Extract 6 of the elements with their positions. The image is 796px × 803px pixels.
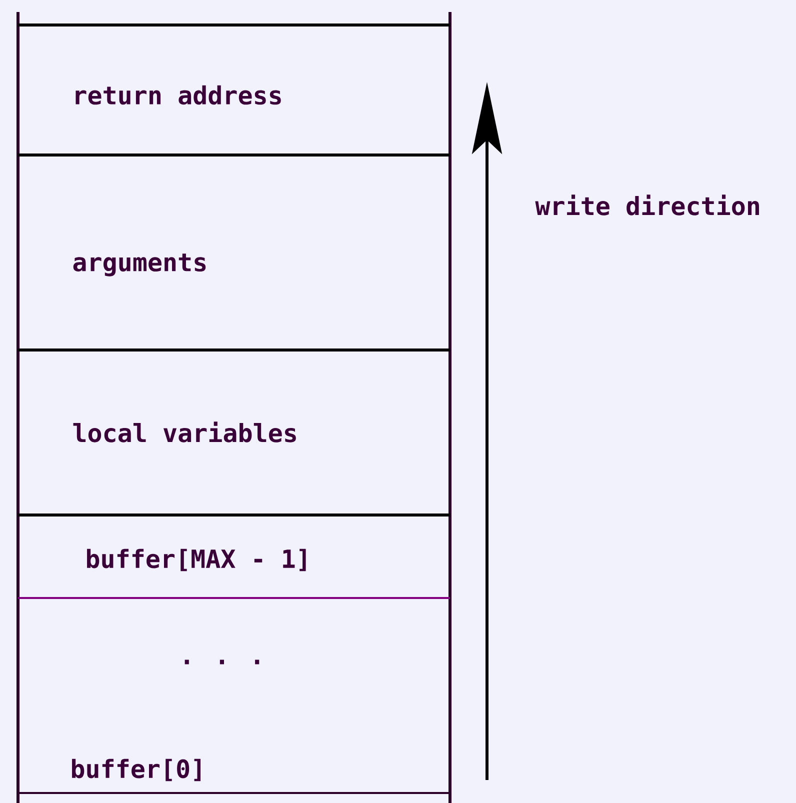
stack-frame: . . . buffer[0] (18, 597, 450, 794)
stack-frame: arguments (18, 154, 450, 276)
stack-frame: local variables (18, 348, 450, 442)
stack-frame: buffer[MAX - 1] (18, 514, 450, 572)
direction-label: write direction (535, 194, 759, 216)
stack-frame: return address (18, 24, 450, 105)
